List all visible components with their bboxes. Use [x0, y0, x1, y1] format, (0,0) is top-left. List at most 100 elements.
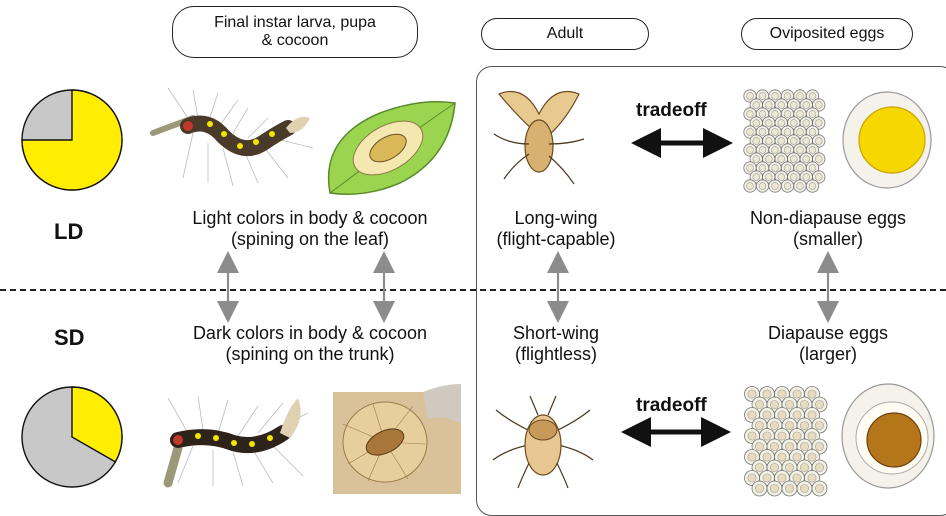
sd-egg-center — [748, 453, 756, 461]
sd-adult-description: Short-wing (flightless) — [486, 323, 626, 365]
ld-adult-body — [525, 120, 553, 172]
sd-egg-center — [808, 432, 816, 440]
ld-egg-center — [753, 138, 760, 145]
sd-egg-line1: Diapause eggs — [728, 323, 928, 344]
sd-egg-center — [800, 400, 808, 408]
sd-egg-center — [755, 484, 763, 492]
sd-pie-dark-slice — [22, 387, 122, 487]
sd-egg-center — [763, 411, 771, 419]
ld-egg-center — [747, 147, 754, 154]
ld-egg-center — [803, 102, 810, 109]
sd-egg-center — [778, 411, 786, 419]
ld-egg-center — [784, 111, 791, 118]
ld-egg-center — [772, 93, 779, 100]
ld-egg-center — [809, 93, 816, 100]
sd-egg-center — [748, 432, 756, 440]
sd-egg-mass-illustration — [740, 384, 835, 492]
ld-egg-center — [784, 183, 791, 190]
sd-egg-center — [785, 442, 793, 450]
ld-egg-center — [797, 129, 804, 136]
ld-egg-center — [753, 102, 760, 109]
sd-egg-center — [793, 453, 801, 461]
sd-egg-center — [778, 432, 786, 440]
sd-caterpillar-branch — [168, 448, 178, 483]
stage-larva-pupa-cocoon-header: Final instar larva, pupa & cocoon — [172, 6, 418, 58]
ld-egg-center — [747, 165, 754, 172]
ld-egg-center — [778, 156, 785, 163]
ld-caterpillar-hairs — [168, 88, 313, 186]
ld-egg-center — [778, 174, 785, 181]
ld-egg-center — [778, 120, 785, 127]
ld-egg-center — [790, 156, 797, 163]
sd-larva-description: Dark colors in body & cocoon (spining on… — [160, 323, 460, 365]
sd-egg-center — [763, 474, 771, 482]
ld-egg-center — [797, 93, 804, 100]
ld-larva-line2: (spining on the leaf) — [160, 229, 460, 250]
ld-egg-cluster — [744, 90, 825, 192]
sd-egg-center — [793, 411, 801, 419]
ld-tradeoff-label: tradeoff — [636, 100, 707, 122]
ld-egg-center — [790, 138, 797, 145]
ld-adult-line2: (flight-capable) — [486, 229, 626, 250]
ld-egg-center — [803, 138, 810, 145]
ld-egg-center — [784, 165, 791, 172]
sd-egg-center — [748, 411, 756, 419]
ld-adult-line1: Long-wing — [486, 208, 626, 229]
ld-caterpillar-illustration — [148, 88, 318, 188]
sd-egg-center — [808, 474, 816, 482]
ld-leaf-cocoon-illustration — [320, 98, 460, 198]
ld-egg-center — [784, 93, 791, 100]
sd-label: SD — [54, 325, 85, 351]
sd-egg-center — [770, 484, 778, 492]
sd-egg-center — [815, 442, 823, 450]
sd-egg-center — [793, 474, 801, 482]
sd-egg-center — [800, 484, 808, 492]
sd-egg-center — [755, 442, 763, 450]
sd-larva-line1: Dark colors in body & cocoon — [160, 323, 460, 344]
ld-egg-center — [797, 165, 804, 172]
ld-egg-center — [778, 102, 785, 109]
ld-caterpillar-head — [183, 121, 193, 131]
sd-egg-center — [815, 421, 823, 429]
ld-egg-center — [753, 156, 760, 163]
ld-larva-description: Light colors in body & cocoon (spining o… — [160, 208, 460, 250]
sd-egg-center — [815, 400, 823, 408]
ld-egg-center — [809, 165, 816, 172]
ld-egg-center — [753, 120, 760, 127]
stage-adult-header: Adult — [481, 18, 649, 50]
ld-egg-center — [809, 111, 816, 118]
ld-egg-center — [809, 129, 816, 136]
sd-egg-center — [778, 474, 786, 482]
ld-egg-center — [815, 102, 822, 109]
ld-egg-center — [765, 120, 772, 127]
ld-egg-center — [803, 174, 810, 181]
ld-egg-line1: Non-diapause eggs — [728, 208, 928, 229]
sd-adult-line2: (flightless) — [486, 344, 626, 365]
ld-egg-center — [815, 120, 822, 127]
ld-egg-center — [747, 93, 754, 100]
sd-larva-line2: (spining on the trunk) — [160, 344, 460, 365]
ld-egg-center — [759, 165, 766, 172]
ld-pie-light-slice — [22, 90, 122, 190]
ld-egg-center — [772, 111, 779, 118]
sd-trunk-cocoon-illustration — [333, 384, 461, 494]
ld-egg-center — [797, 111, 804, 118]
sd-caterpillar-head — [173, 435, 183, 445]
sd-pie-group — [22, 387, 122, 487]
ld-egg-center — [790, 120, 797, 127]
ld-egg-center — [747, 129, 754, 136]
sd-single-egg-illustration — [836, 380, 940, 492]
ld-adult-description: Long-wing (flight-capable) — [486, 208, 626, 250]
sd-egg-center — [778, 453, 786, 461]
ld-pie-group — [22, 90, 122, 190]
sd-egg-center — [785, 400, 793, 408]
sd-adult-wing-pads — [529, 420, 557, 440]
ld-egg-line2: (smaller) — [728, 229, 928, 250]
ld-egg-center — [759, 111, 766, 118]
ld-caterpillar-tail — [286, 117, 310, 133]
ld-sd-divider — [0, 289, 946, 291]
ld-egg-center — [759, 147, 766, 154]
ld-egg-center — [778, 138, 785, 145]
ld-egg-center — [815, 174, 822, 181]
sd-egg-center — [793, 432, 801, 440]
